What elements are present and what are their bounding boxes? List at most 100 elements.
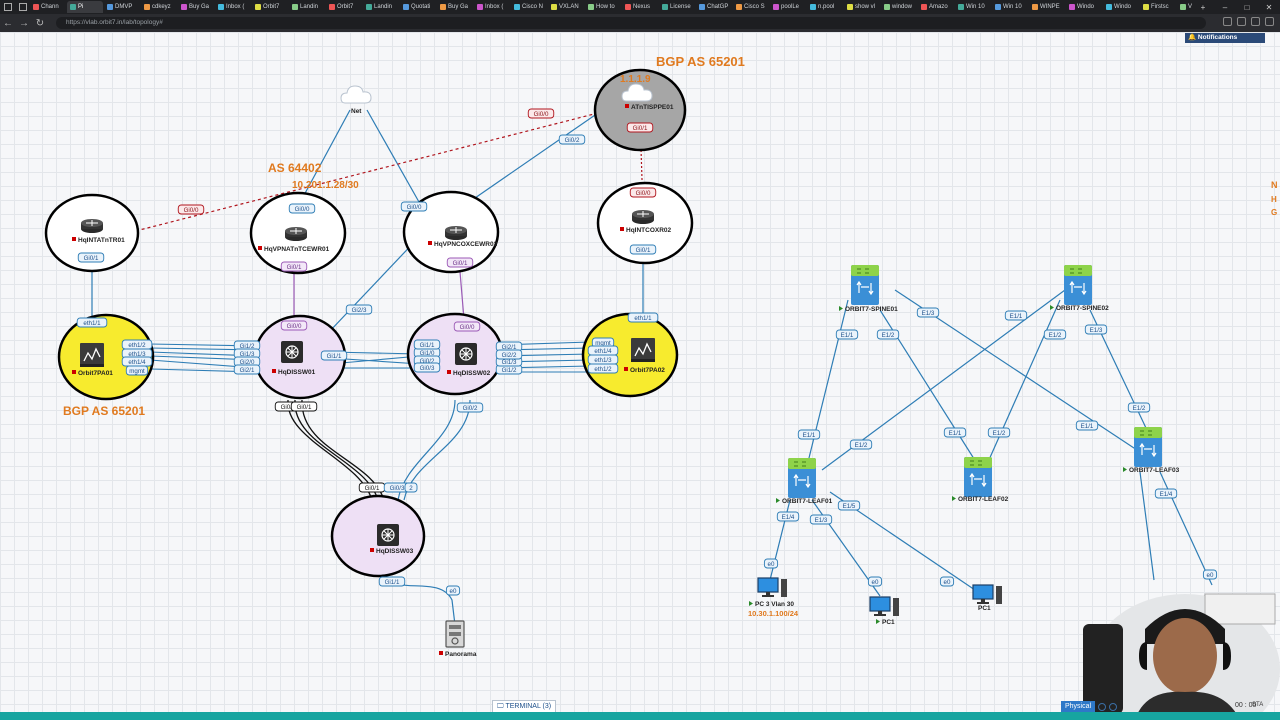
port-label-p_pano_e0[interactable]: e0	[445, 585, 461, 596]
router-icon[interactable]	[444, 225, 468, 241]
port-label-p_sw02_gi12[interactable]: Gi1/2	[495, 364, 523, 375]
tab-1[interactable]: Pi	[67, 1, 103, 13]
port-label-p_inta_gi01[interactable]: Gi0/1	[77, 252, 105, 263]
tab-5[interactable]: Inbox (	[215, 1, 251, 13]
switch-icon[interactable]	[454, 342, 478, 366]
node-label-vpnatnt[interactable]: HqVPNATnTCEWR01	[264, 246, 330, 253]
port-label-s2_e11[interactable]: E1/1	[1004, 310, 1028, 321]
node-label-leaf03[interactable]: ORBIT7-LEAF03	[1129, 467, 1180, 474]
url-input[interactable]: https://vlab.orbit7.in/lab/topology#	[56, 17, 1206, 29]
node-label-spine02[interactable]: ORBIT7-SPINE02	[1056, 305, 1109, 312]
forward-icon[interactable]: →	[19, 17, 29, 29]
port-label-pc1_e0[interactable]: e0	[867, 576, 883, 587]
router-icon[interactable]	[80, 218, 104, 234]
zoom-out-icon[interactable]	[1109, 703, 1117, 711]
port-label-l1_e14[interactable]: E1/4	[776, 511, 800, 522]
port-label-p_pa02_eth12[interactable]: eth1/2	[587, 363, 619, 374]
nexus-switch-icon[interactable]	[963, 456, 993, 498]
new-tab-icon[interactable]: +	[1200, 2, 1206, 12]
tab-20[interactable]: poolLe	[770, 1, 806, 13]
port-label-p_pa02_eth11[interactable]: eth1/1	[627, 312, 659, 323]
close-window-icon[interactable]: ✕	[1265, 2, 1273, 12]
node-label-inta[interactable]: HqINTATnTR01	[78, 237, 125, 244]
port-label-right_e0[interactable]: e0	[1202, 569, 1218, 580]
pc-icon[interactable]	[869, 596, 900, 617]
tab-29[interactable]: Windo	[1103, 1, 1139, 13]
node-label-pc3[interactable]: PC 3 Vlan 30	[755, 601, 794, 608]
port-label-l1_e13[interactable]: E1/3	[809, 514, 833, 525]
port-label-l3_e11[interactable]: E1/1	[1075, 420, 1099, 431]
extension-icon[interactable]	[1223, 17, 1232, 26]
port-label-p_sw01_gi21[interactable]: Gi2/1	[233, 364, 261, 375]
port-label-p_sw02_gi00[interactable]: Gi0/0	[453, 321, 481, 332]
port-label-l1_e15[interactable]: E1/5	[837, 500, 861, 511]
terminal-tab[interactable]: 🖵 TERMINAL (3)	[492, 700, 556, 712]
tab-30[interactable]: Firstsc	[1140, 1, 1176, 13]
tab-3[interactable]: cdkeyz	[141, 1, 177, 13]
notifications-button[interactable]: 🔔 Notifications	[1185, 33, 1265, 43]
node-label-leaf02[interactable]: ORBIT7-LEAF02	[958, 496, 1009, 503]
tab-13[interactable]: Cisco N	[511, 1, 547, 13]
node-label-net[interactable]: Net	[351, 108, 362, 115]
tab-24[interactable]: Amazo	[918, 1, 954, 13]
node-label-intcox[interactable]: HqINTCOXR02	[626, 227, 672, 234]
port-label-l3_e12[interactable]: E1/2	[1127, 402, 1151, 413]
tab-10[interactable]: Quotati	[400, 1, 436, 13]
nexus-switch-icon[interactable]	[850, 264, 880, 306]
topology-canvas[interactable]: BGP AS 65201 1.1.1.9 AS 64402 10.201.1.2…	[0, 32, 1280, 712]
node-label-pa02[interactable]: Orbit7PA02	[630, 367, 665, 374]
node-label-leaf01[interactable]: ORBIT7-LEAF01	[782, 498, 833, 505]
port-label-p_sw01_gi01[interactable]: Gi0/1	[290, 401, 318, 412]
tab-2[interactable]: DMVP	[104, 1, 140, 13]
maximize-icon[interactable]: □	[1244, 2, 1250, 12]
port-label-p_atnt_gi01[interactable]: Gi0/1	[626, 122, 654, 133]
port-label-p_sw02_gi03[interactable]: Gi0/3	[413, 362, 441, 373]
tab-21[interactable]: n.pool	[807, 1, 843, 13]
port-label-p_sw02_gi02b[interactable]: Gi0/2	[456, 402, 484, 413]
tab-11[interactable]: Buy Ga	[437, 1, 473, 13]
port-label-p_pa01_eth12[interactable]: eth1/2	[121, 339, 153, 350]
switch-icon[interactable]	[376, 523, 400, 547]
tab-9[interactable]: Landin	[363, 1, 399, 13]
port-label-p_atnt_gi02[interactable]: Gi0/2	[558, 134, 586, 145]
port-label-l3_e14[interactable]: E1/4	[1154, 488, 1178, 499]
tab-16[interactable]: Nexus	[622, 1, 658, 13]
tab-27[interactable]: WINPE	[1029, 1, 1065, 13]
tab-26[interactable]: Win 10	[992, 1, 1028, 13]
link-atnt-inta-dashed[interactable]	[119, 112, 599, 236]
port-label-p_sw02_gi21[interactable]: Gi2/1	[495, 341, 523, 352]
tab-25[interactable]: Win 10	[955, 1, 991, 13]
port-label-p_sw02_gi22[interactable]: Gi2/2	[495, 349, 523, 360]
port-label-p_pa01_eth11[interactable]: eth1/1	[76, 317, 108, 328]
minimize-icon[interactable]: –	[1222, 2, 1228, 12]
pc-icon[interactable]	[757, 577, 788, 598]
port-label-p_inta_gi00[interactable]: Gi0/0	[177, 204, 205, 215]
download-icon[interactable]	[1251, 17, 1260, 26]
port-label-l1_e12[interactable]: E1/2	[849, 439, 873, 450]
tab-4[interactable]: Buy Ga	[178, 1, 214, 13]
tab-7[interactable]: Landin	[289, 1, 325, 13]
port-label-p_vpnatnt_gi00[interactable]: Gi0/0	[288, 203, 316, 214]
port-label-p_pa02_eth14[interactable]: eth1/4	[587, 345, 619, 356]
port-label-p_sw03_gi02[interactable]: 2	[404, 482, 418, 493]
node-label-pc_partial[interactable]: PC1	[978, 605, 991, 612]
tab-0[interactable]: Chann	[30, 1, 66, 13]
port-label-s1_e13[interactable]: E1/3	[916, 307, 940, 318]
port-label-l1_e11[interactable]: E1/1	[797, 429, 821, 440]
port-label-p_sw02_gi11[interactable]: Gi1/1	[413, 339, 441, 350]
port-label-pc3_e0[interactable]: e0	[763, 558, 779, 569]
server-icon[interactable]	[445, 620, 465, 648]
port-label-p_intcox_gi01[interactable]: Gi0/1	[629, 244, 657, 255]
port-label-p_pa02_eth13[interactable]: eth1/3	[587, 354, 619, 365]
node-label-dissw01[interactable]: HqDISSW01	[278, 369, 316, 376]
node-label-pc1[interactable]: PC1	[882, 619, 895, 626]
port-label-p_sw03_gi01[interactable]: Gi0/1	[358, 482, 386, 493]
window-menu-icon[interactable]	[4, 3, 12, 11]
port-label-p_pa01_mgmt[interactable]: mgmt	[125, 365, 149, 376]
port-label-l2_e12[interactable]: E1/2	[987, 427, 1011, 438]
node-label-dissw02[interactable]: HqDISSW02	[453, 370, 491, 377]
port-label-p_intcox_gi00[interactable]: Gi0/0	[629, 187, 657, 198]
port-label-pcx_e0[interactable]: e0	[939, 576, 955, 587]
port-label-p_sw01_gi11[interactable]: Gi1/1	[320, 350, 348, 361]
port-label-p_sw01_gi00[interactable]: Gi0/0	[280, 320, 308, 331]
